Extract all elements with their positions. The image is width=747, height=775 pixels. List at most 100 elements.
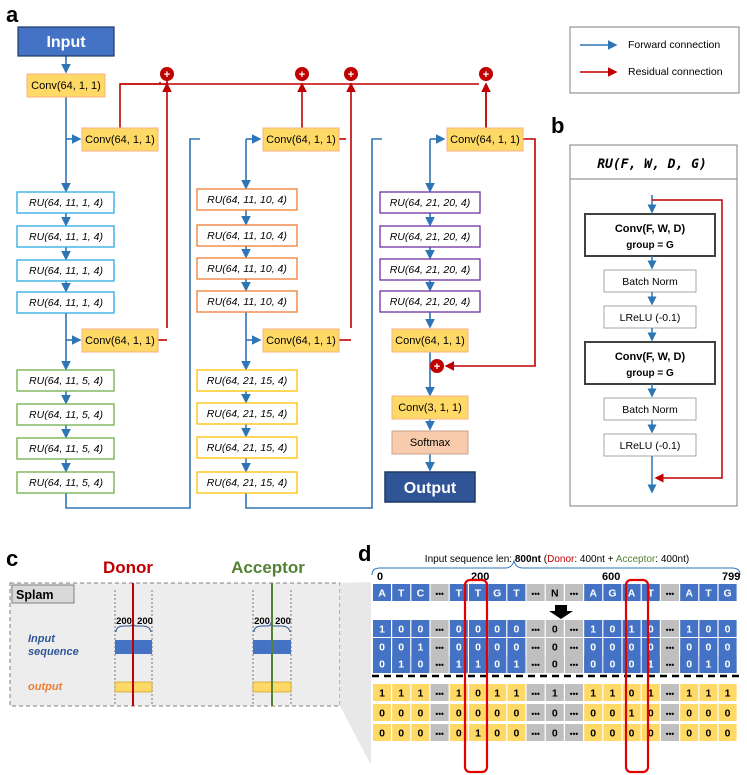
input-row-3-cell-0	[373, 655, 391, 672]
output-row-0-text-14: 1	[648, 688, 654, 700]
ru-column-3	[379, 191, 481, 313]
input-sequence-label-1: Input	[28, 633, 56, 645]
output-row-1-text-7: 0	[513, 708, 519, 720]
output-row-1-cell-6	[488, 704, 507, 721]
input-row-3-cell-5	[469, 655, 487, 672]
output-row-0-cell-16	[680, 684, 699, 701]
sequence-text-10: •••	[570, 590, 579, 599]
input-row-3-text-0: 0	[379, 659, 385, 671]
ru-lrelu-1	[603, 305, 697, 329]
ru-box-c1-8: RU(64, 11, 5, 4)	[29, 477, 103, 489]
input-row-3-text-18: 0	[725, 659, 731, 671]
output-row-0-cell-2	[411, 684, 430, 701]
input-row-0-text-12: 0	[609, 624, 615, 636]
output-row-0-cell-11	[584, 684, 603, 701]
input-row-3-text-13: 0	[629, 659, 635, 671]
sequence-cell-12	[603, 584, 622, 601]
output-row-1-cell-1	[392, 704, 411, 721]
output-row-1-text-11: 0	[590, 708, 596, 720]
output-row-2-cell-0	[373, 724, 391, 741]
output-row-2-cell-7	[507, 724, 526, 741]
input-row-1-text-16: 0	[686, 642, 692, 654]
output-row-1-text-9: 0	[552, 708, 558, 720]
output-row-2-text-11: 0	[590, 728, 596, 740]
input-row-0-text-17: 0	[705, 624, 711, 636]
input-row-1-cell-7	[507, 638, 526, 655]
input-row-0-cell-9	[545, 620, 564, 637]
input-row-1-cell-3	[430, 638, 449, 655]
sequence-cell-16	[680, 584, 699, 601]
output-row-2-text-13: 0	[629, 728, 635, 740]
sequence-cell-9	[545, 584, 564, 601]
ru-box-c1-3: RU(64, 11, 1, 4)	[29, 265, 103, 277]
output-row-0-cell-14	[641, 684, 660, 701]
ru-box-c3-3: RU(64, 21, 20, 4)	[390, 264, 471, 276]
input-row-3-text-4: 1	[456, 659, 462, 671]
input-row-1-cell-12	[603, 638, 622, 655]
output-row-0-cell-9	[545, 684, 564, 701]
ru-column-2	[196, 188, 298, 494]
sequence-cell-18	[718, 584, 737, 601]
input-row-1-text-9: 0	[552, 642, 558, 654]
ru-detail-title: RU(F, W, D, G)	[597, 157, 707, 172]
output-row-0-text-10: •••	[570, 690, 579, 699]
input-row-3-text-5: 1	[475, 659, 481, 671]
output-row-2-cell-12	[603, 724, 622, 741]
input-row-0-cell-7	[507, 620, 526, 637]
output-row-2-text-18: 0	[725, 728, 731, 740]
input-row-3-cell-4	[449, 655, 468, 672]
output-row-0-cell-8	[526, 684, 545, 701]
output-row-1-cell-5	[469, 704, 487, 721]
sum-node-2	[295, 67, 309, 81]
output-row-1-text-18: 0	[725, 708, 731, 720]
output-row-1-cell-18	[718, 704, 737, 721]
output-row-2-text-6: 0	[494, 728, 500, 740]
output-row-0-text-15: •••	[666, 690, 675, 699]
ru-box-c1-4: RU(64, 11, 1, 4)	[29, 297, 103, 309]
donor-site-highlight	[463, 578, 489, 774]
output-row-1-text-4: 0	[456, 708, 462, 720]
output-row-1-text-16: 0	[686, 708, 692, 720]
output-row-1-cell-16	[680, 704, 699, 721]
input-row-3-cell-11	[584, 655, 603, 672]
ru-batchnorm-2-label: Batch Norm	[622, 404, 678, 416]
output-row-1-text-10: •••	[570, 710, 579, 719]
ru-box-c1-7: RU(64, 11, 5, 4)	[29, 443, 103, 455]
input-row-0-text-3: •••	[435, 626, 444, 635]
output-row-2-text-15: •••	[666, 730, 675, 739]
output-row-2-cell-4	[449, 724, 468, 741]
ru-box-c2-4: RU(64, 11, 10, 4)	[207, 296, 287, 308]
ru-conv-1-line2: group = G	[626, 240, 674, 251]
input-row-1-text-8: •••	[531, 644, 540, 653]
output-row-2-text-9: 0	[552, 728, 558, 740]
input-row-1-text-3: •••	[435, 644, 444, 653]
input-row-1-text-10: •••	[570, 644, 579, 653]
input-row-1-text-14: 0	[648, 642, 654, 654]
input-row-0-text-9: 0	[552, 624, 558, 636]
output-label-c: output	[28, 681, 64, 693]
input-row-0-cell-10	[565, 620, 583, 637]
input-row-1-cell-10	[565, 638, 583, 655]
output-row-1-text-3: •••	[435, 710, 444, 719]
sequence-cell-1	[392, 584, 411, 601]
input-row-3-cell-9	[545, 655, 564, 672]
output-row-2-cell-15	[661, 724, 679, 741]
sequence-brace	[371, 559, 741, 576]
input-row-0-text-7: 0	[513, 624, 519, 636]
output-row-2-text-17: 0	[705, 728, 711, 740]
ru-batchnorm-2	[603, 397, 697, 421]
sequence-text-14: T	[648, 588, 655, 600]
sequence-cell-15	[661, 584, 679, 601]
input-row-0-text-8: •••	[531, 626, 540, 635]
output-row-1-cell-7	[507, 704, 526, 721]
ru-box-c2-5: RU(64, 21, 15, 4)	[207, 375, 288, 387]
input-row-0-cell-12	[603, 620, 622, 637]
conv-box-skip3: Conv(64, 1, 1)	[266, 134, 336, 146]
output-row-1-text-0: 0	[379, 708, 385, 720]
panel-label-b: b	[551, 113, 564, 138]
ru-conv-box-2	[584, 341, 716, 385]
input-row-1-cell-4	[449, 638, 468, 655]
input-row-1-text-1: 0	[398, 642, 404, 654]
output-row-2-text-16: 0	[686, 728, 692, 740]
